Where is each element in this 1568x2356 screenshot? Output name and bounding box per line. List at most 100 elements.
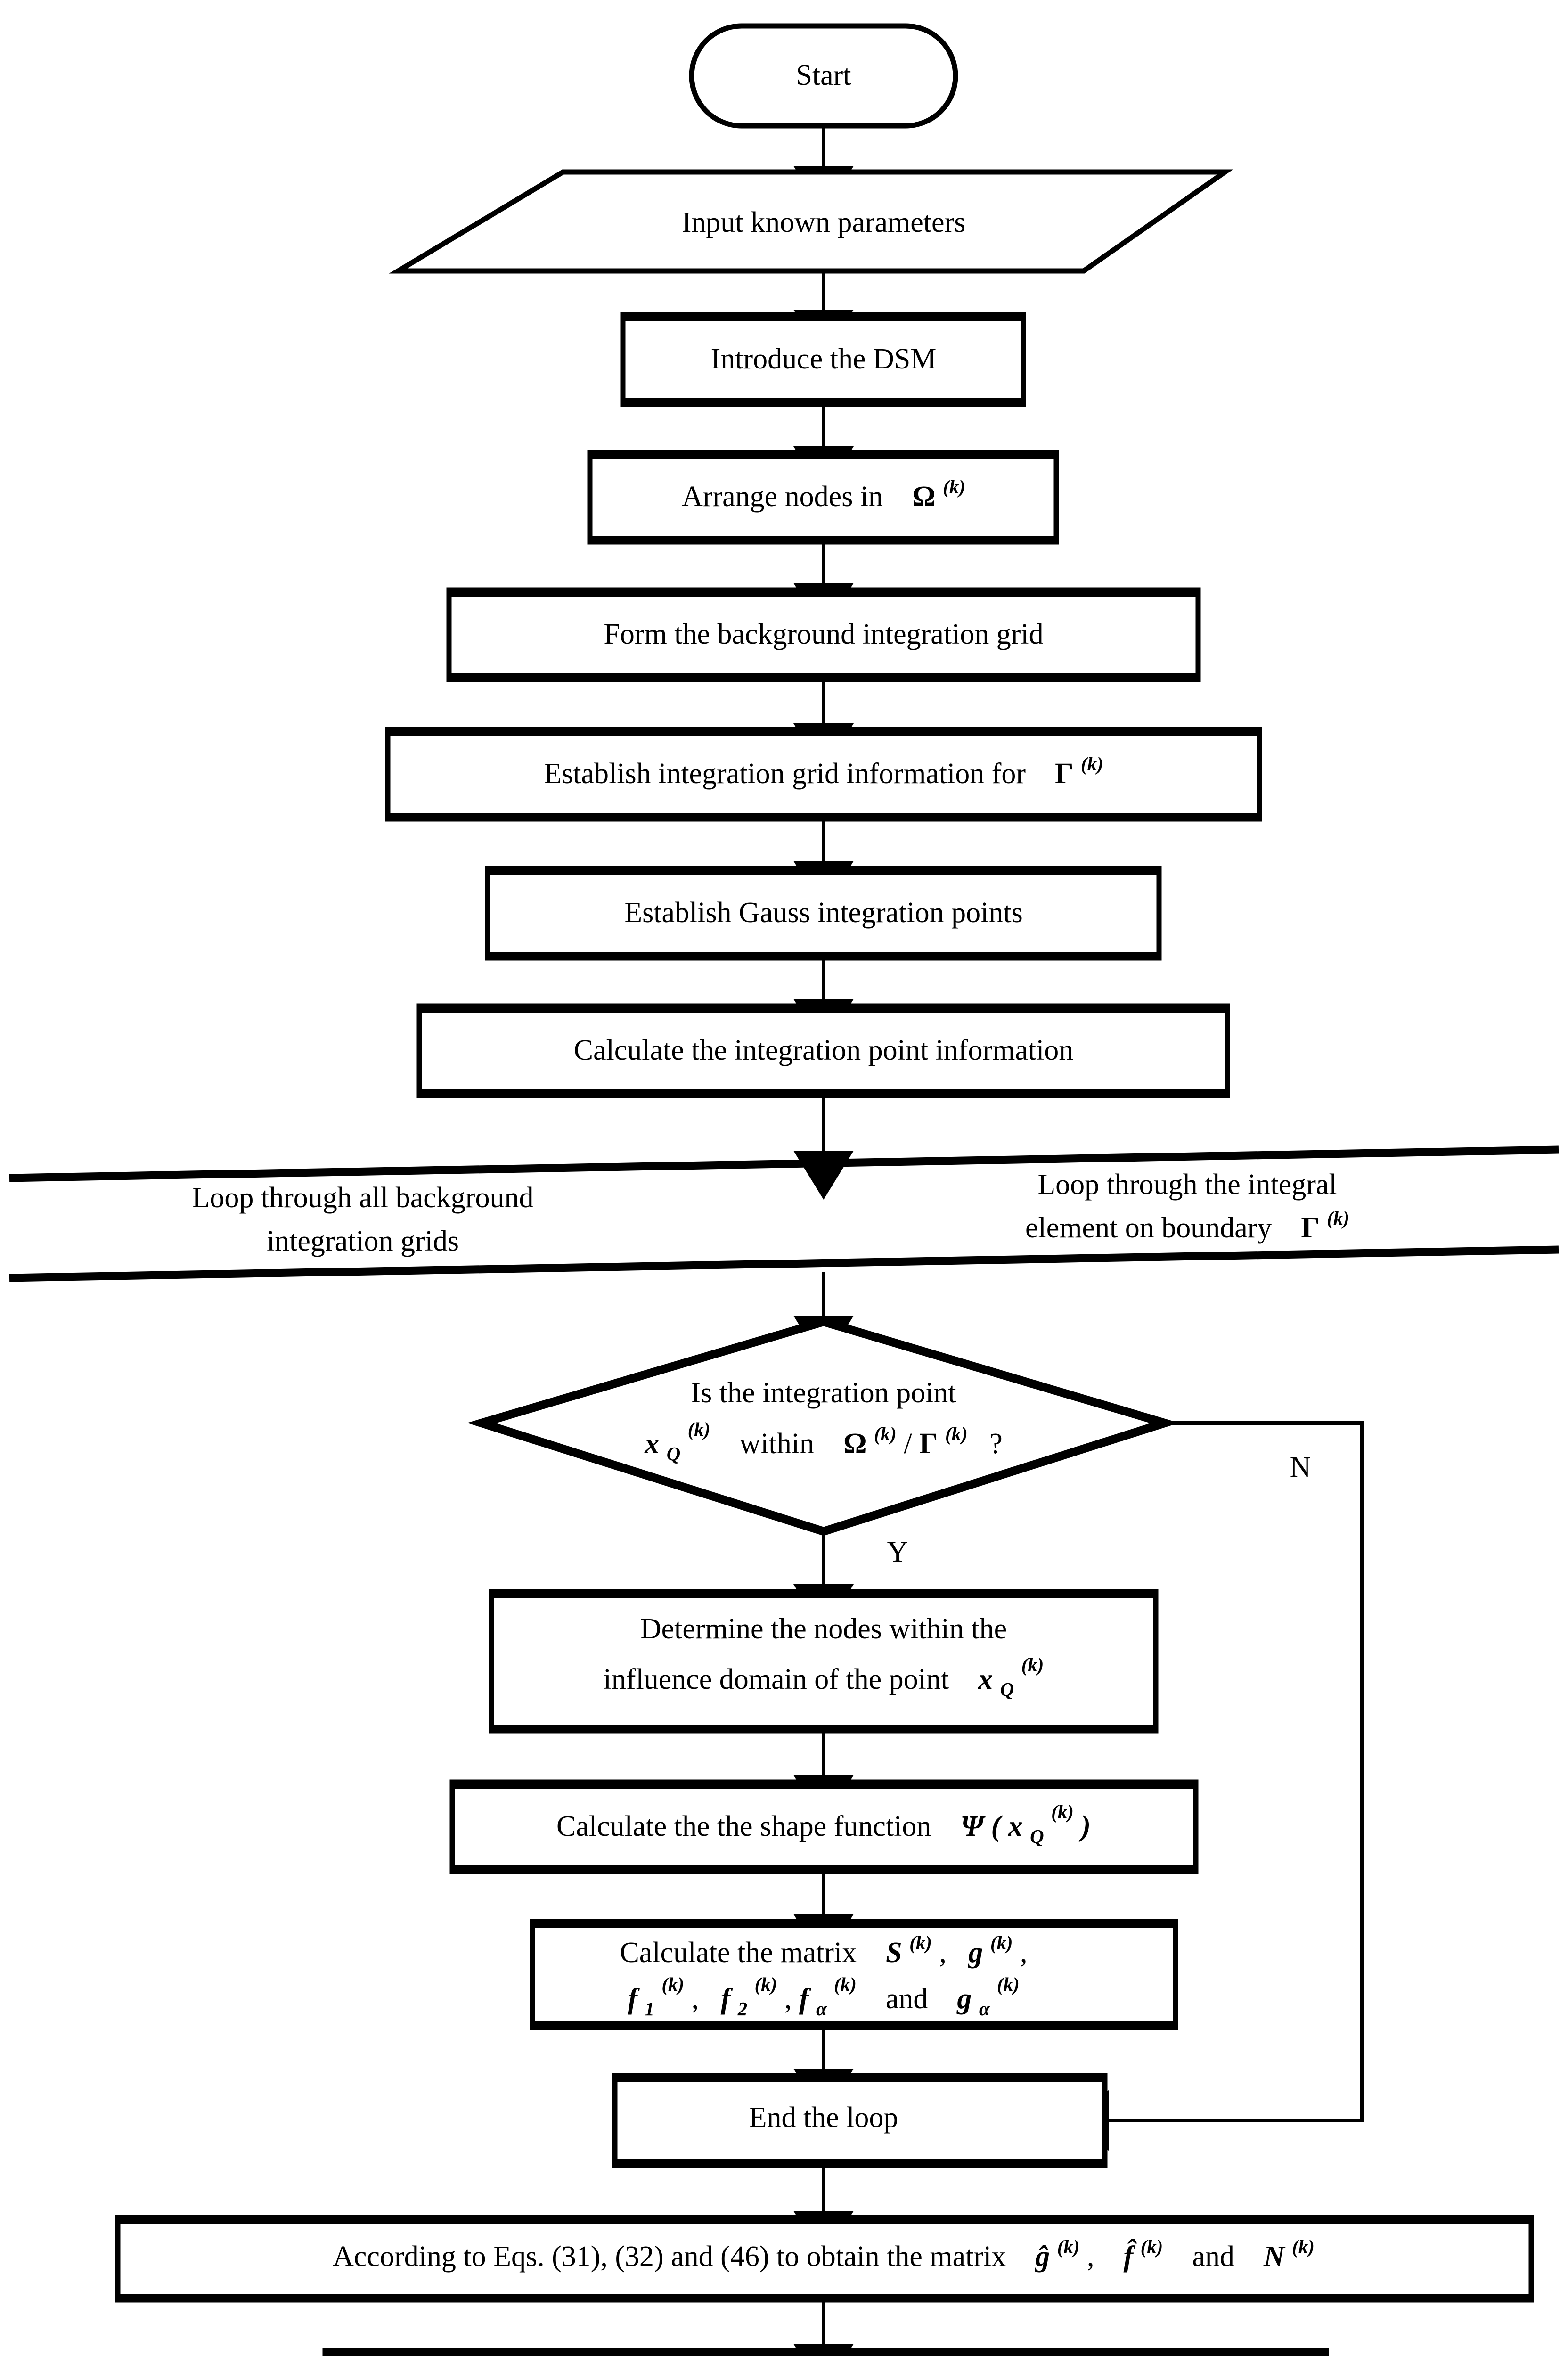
- node-start[interactable]: Start: [689, 23, 958, 129]
- loop-gamma-symbol: Γ: [1301, 1212, 1319, 1244]
- eqs-ghat-superscript: (k): [1057, 2236, 1080, 2258]
- psi-x-symbol: x: [1008, 1810, 1023, 1842]
- node-calc-point-info[interactable]: Calculate the integration point informat…: [416, 1003, 1230, 1098]
- node-establish-grid-info[interactable]: Establish integration grid information f…: [385, 727, 1262, 822]
- eqs-comma: ,: [1087, 2241, 1094, 2273]
- establish-gauss-shape: [485, 866, 1162, 961]
- matrix-galpha-superscript: (k): [997, 1974, 1020, 1995]
- loop-band-top-rule: [9, 1145, 1559, 1182]
- eqs-fhat-superscript: (k): [1141, 2236, 1163, 2258]
- matrix-f2-symbol: f: [721, 1983, 733, 2015]
- eqs-matrix-text: According to Eqs. (31), (32) and (46) to…: [333, 2241, 1006, 2273]
- eqs-matrix-label: According to Eqs. (31), (32) and (46) to…: [333, 2230, 1315, 2273]
- decision-x-superscript: (k): [688, 1419, 710, 1440]
- loop-band-right-line2: element on boundary Γ (k): [1025, 1208, 1349, 1244]
- matrix-comma-4: ,: [784, 1983, 792, 2015]
- determine-nodes-line1: Determine the nodes within the: [640, 1613, 1007, 1645]
- node-introduce-dsm[interactable]: Introduce the DSM: [620, 312, 1026, 407]
- node-form-grid[interactable]: Form the background integration grid: [446, 587, 1201, 682]
- psi-x-subscript: Q: [1030, 1826, 1044, 1847]
- calc-matrix-line1-text: Calculate the matrix: [620, 1937, 857, 1969]
- determine-nodes-line2-text: influence domain of the point: [604, 1663, 949, 1695]
- introduce-dsm-label: Introduce the DSM: [711, 343, 937, 375]
- establish-gauss-label: Establish Gauss integration points: [624, 897, 1023, 929]
- loop-band: [9, 1145, 1559, 1282]
- matrix-f1-superscript: (k): [662, 1974, 684, 1995]
- decision-gamma-superscript: (k): [945, 1423, 968, 1445]
- decision-line1: Is the integration point: [691, 1377, 956, 1409]
- determine-nodes-line2: influence domain of the point x Q (k): [604, 1654, 1044, 1705]
- start-shape: [689, 23, 958, 129]
- eqs-N-superscript: (k): [1292, 2236, 1315, 2258]
- eqs-ghat-symbol: ĝ: [1034, 2241, 1050, 2273]
- node-eqs-matrix[interactable]: According to Eqs. (31), (32) and (46) to…: [115, 2215, 1534, 2303]
- decision-question-mark: ?: [989, 1428, 1003, 1460]
- establish-grid-info-label: Establish integration grid information f…: [544, 753, 1103, 790]
- matrix-comma-3: ,: [692, 1983, 699, 2015]
- start-label: Start: [796, 59, 851, 91]
- decision-gamma-symbol: Γ: [919, 1428, 938, 1460]
- edge-label-yes: Y: [887, 1536, 908, 1568]
- eqs-N-symbol: N: [1263, 2241, 1286, 2273]
- calc-shape-function-label: Calculate the the shape function Ψ ( x Q…: [556, 1795, 1091, 1852]
- decision-line2: x Q (k) within Ω (k) / Γ (k) ?: [644, 1413, 1002, 1469]
- loop-band-right-text: Loop through the integral element on bou…: [1025, 1169, 1349, 1244]
- node-determine-nodes[interactable]: Determine the nodes within the influence…: [489, 1589, 1159, 1734]
- node-end-loop[interactable]: End the loop: [612, 2073, 1108, 2168]
- gamma-superscript: (k): [1081, 753, 1103, 775]
- input-parameters-label: Input known parameters: [682, 206, 966, 238]
- matrix-falpha-superscript: (k): [834, 1974, 857, 1995]
- matrix-f1-subscript: 1: [645, 1998, 654, 2020]
- loop-band-left-line2: integration grids: [267, 1225, 459, 1257]
- end-loop-label: End the loop: [749, 2102, 898, 2134]
- matrix-comma-1: ,: [939, 1937, 947, 1969]
- node-calc-shape-function[interactable]: Calculate the the shape function Ψ ( x Q…: [449, 1779, 1199, 1874]
- determine-x-symbol: x: [978, 1663, 993, 1695]
- decision-x-symbol: x: [644, 1428, 659, 1460]
- node-eq-solution[interactable]: According to Eq. (50) to obtain the nume…: [322, 2348, 1329, 2356]
- calc-point-info-label: Calculate the integration point informat…: [574, 1034, 1074, 1066]
- matrix-falpha-subscript: α: [816, 1998, 827, 2020]
- establish-grid-info-text: Establish integration grid information f…: [544, 758, 1026, 790]
- calc-matrix-shape: [530, 1919, 1178, 2030]
- matrix-g-symbol: g: [967, 1937, 983, 1969]
- node-decision[interactable]: Is the integration point x Q (k) within …: [467, 1317, 1179, 1536]
- determine-nodes-shape: [489, 1589, 1159, 1734]
- node-establish-gauss[interactable]: Establish Gauss integration points: [485, 866, 1162, 961]
- matrix-g-superscript: (k): [990, 1932, 1013, 1954]
- eqs-matrix-shape: [115, 2215, 1534, 2303]
- determine-x-superscript: (k): [1021, 1654, 1044, 1676]
- loop-band-left-text: Loop through all background integration …: [192, 1182, 534, 1257]
- decision-omega-symbol: Ω: [843, 1428, 867, 1460]
- form-grid-shape: [446, 587, 1201, 682]
- calc-matrix-line1: Calculate the matrix S (k) , g (k) ,: [620, 1926, 1027, 1969]
- node-arrange-nodes[interactable]: Arrange nodes in Ω (k): [587, 450, 1059, 545]
- loop-band-left-line1: Loop through all background: [192, 1182, 534, 1214]
- node-input-parameters[interactable]: Input known parameters: [389, 169, 1233, 274]
- form-grid-label: Form the background integration grid: [604, 618, 1043, 650]
- psi-open-paren: (: [991, 1810, 1003, 1842]
- loop-band-right-line2-text: element on boundary: [1025, 1212, 1272, 1244]
- loop-band-bottom-rule: [9, 1245, 1559, 1282]
- connector-group: [793, 126, 1364, 2356]
- arrange-nodes-shape: [587, 450, 1059, 545]
- decision-shape: [467, 1317, 1179, 1536]
- calc-shape-function-shape: [449, 1779, 1199, 1874]
- decision-omega-superscript: (k): [874, 1423, 897, 1445]
- introduce-dsm-shape: [620, 312, 1026, 407]
- matrix-comma-2: ,: [1020, 1937, 1028, 1969]
- loop-band-right-line1: Loop through the integral: [1037, 1169, 1337, 1201]
- matrix-and-word: and: [886, 1983, 928, 2015]
- calc-shape-function-text: Calculate the the shape function: [556, 1810, 931, 1842]
- matrix-f2-superscript: (k): [755, 1974, 777, 1995]
- matrix-falpha-symbol: f: [799, 1983, 811, 2015]
- matrix-f2-subscript: 2: [737, 1998, 747, 2020]
- determine-x-subscript: Q: [1000, 1679, 1014, 1700]
- gamma-symbol: Γ: [1055, 758, 1073, 790]
- input-parameters-shape: [389, 169, 1233, 274]
- matrix-f1-symbol: f: [628, 1983, 640, 2015]
- decision-x-subscript: Q: [667, 1443, 681, 1464]
- node-calc-matrix[interactable]: Calculate the matrix S (k) , g (k) , f 1…: [530, 1919, 1178, 2030]
